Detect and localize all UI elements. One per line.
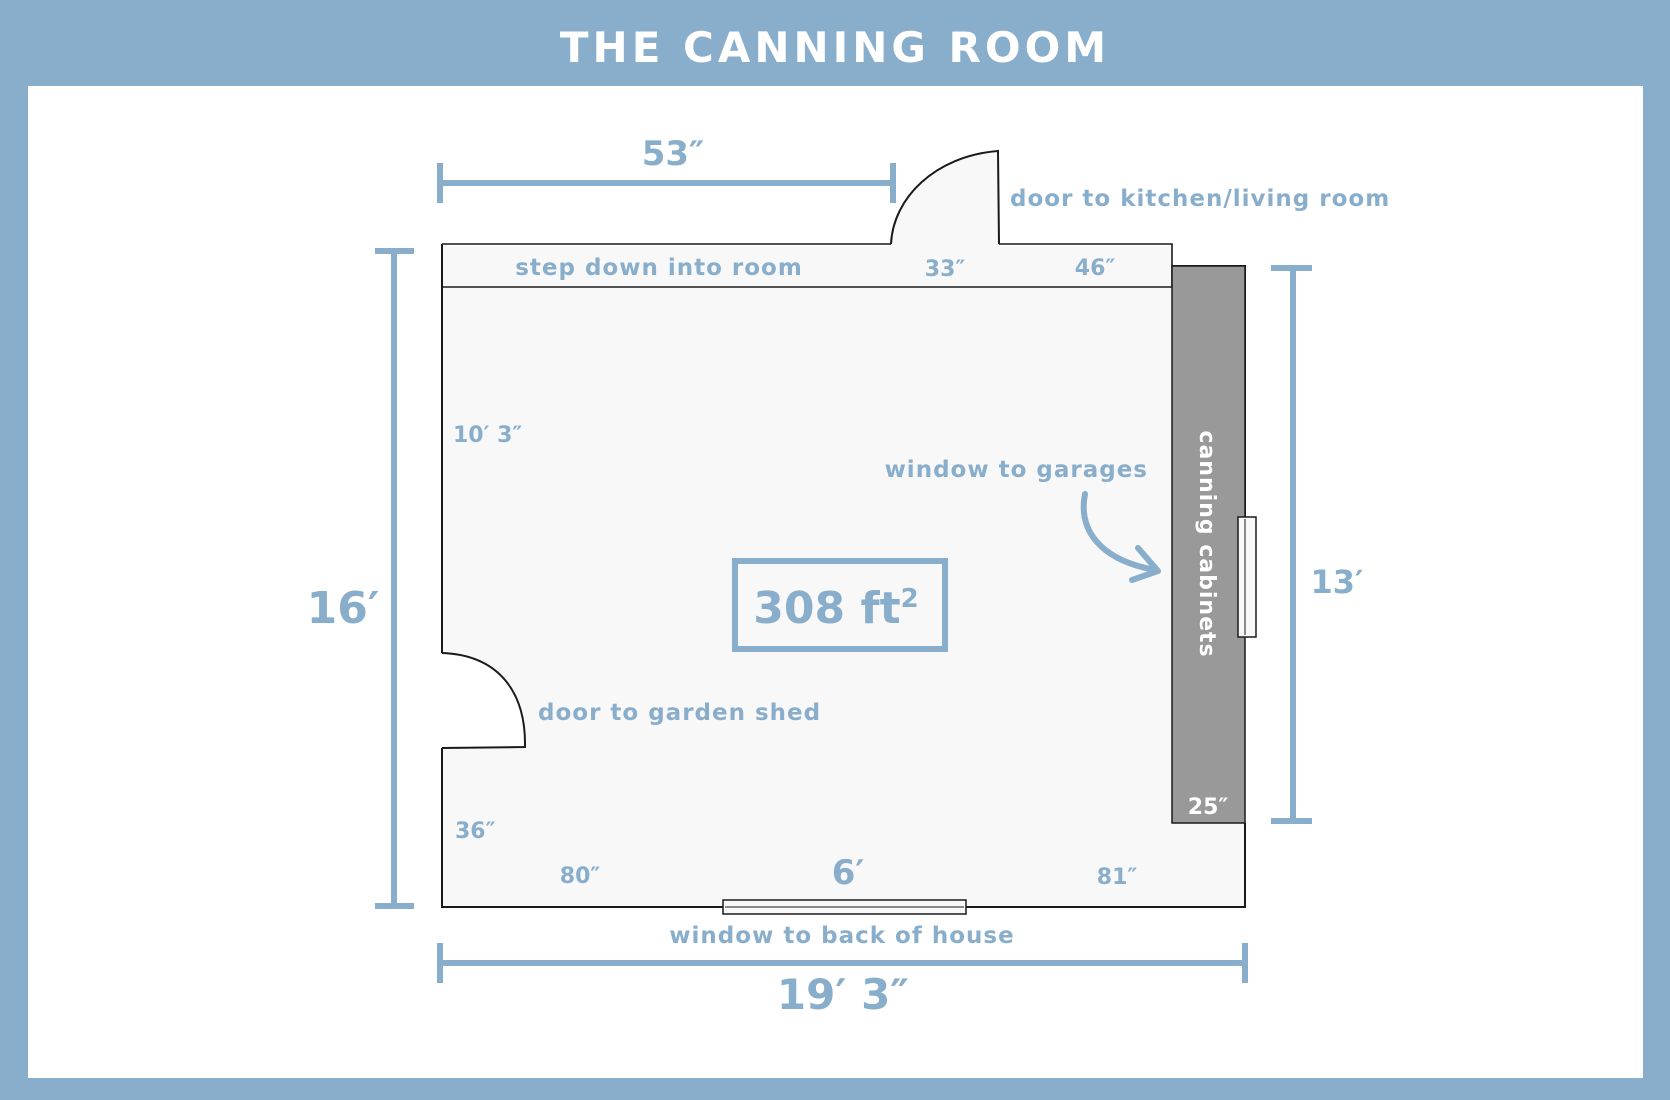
dimension-bottom-label: 19′ 3″	[777, 970, 909, 1019]
arrow-head	[1129, 545, 1161, 583]
dimension-right-label: 13′	[1311, 563, 1364, 601]
left-wall-lower-label: 36″	[455, 819, 496, 844]
shed-door	[441, 652, 527, 749]
kitchen-door-label: door to kitchen/living room	[1010, 186, 1390, 212]
dimension-line-right	[1271, 265, 1312, 824]
step-down-label: step down into room	[515, 255, 803, 281]
garage-window-frame	[1237, 516, 1257, 638]
dimension-top-label: 53″	[642, 134, 705, 174]
left-wall-upper-label: 10′ 3″	[453, 423, 522, 448]
kitchen-door	[890, 149, 1000, 245]
step-width-label: 33″	[925, 257, 966, 282]
cabinet-depth-label: 25″	[1188, 795, 1229, 820]
garage-window-label: window to garages	[885, 457, 1148, 483]
bottom-right-label: 81″	[1097, 865, 1138, 890]
area-value: 308 ft2	[753, 583, 918, 634]
area-number: 308 ft	[753, 583, 900, 634]
dimension-line-bottom	[437, 943, 1248, 983]
area-unit-sup: 2	[901, 584, 919, 614]
dimension-line-top	[437, 163, 896, 203]
window-width-label: 6′	[832, 853, 865, 893]
bottom-left-label: 80″	[560, 864, 601, 889]
dimension-line-left	[375, 248, 414, 909]
step-right-label: 46″	[1075, 256, 1116, 281]
floor-area	[442, 152, 1245, 907]
area-box	[732, 558, 948, 652]
back-window-label: window to back of house	[669, 923, 1014, 949]
arrow-to-window	[1080, 491, 1158, 573]
shed-door-label: door to garden shed	[538, 700, 821, 726]
cabinets-label: canning cabinets	[1194, 430, 1219, 657]
diagram-title: THE CANNING ROOM	[559, 23, 1111, 72]
dimension-left-label: 16′	[307, 583, 380, 634]
